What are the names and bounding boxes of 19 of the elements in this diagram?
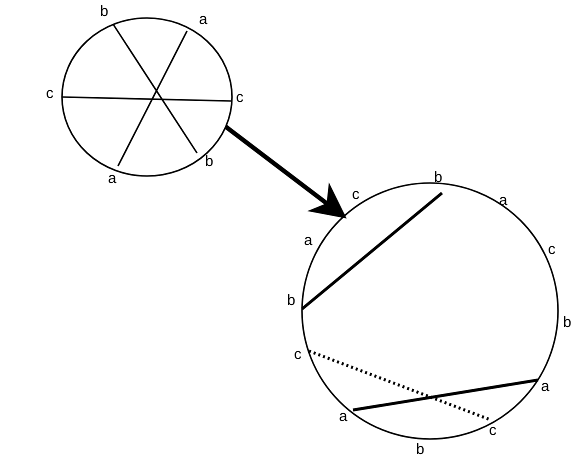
point-label: b [287, 293, 296, 308]
point-label: a [199, 12, 208, 27]
point-label: b [434, 170, 442, 185]
point-label: a [304, 233, 312, 248]
point-label: b [563, 315, 572, 330]
point-label: b [416, 442, 424, 457]
point-label: b [100, 4, 108, 19]
point-label: a [541, 379, 550, 394]
point-label: c [294, 347, 302, 362]
point-label: c [548, 242, 556, 257]
point-label: a [339, 409, 348, 424]
point-label: c [352, 187, 360, 202]
circle-outline [302, 183, 558, 439]
point-label: b [205, 154, 214, 169]
point-label: c [236, 90, 244, 105]
arrow [224, 124, 347, 219]
point-label: a [108, 171, 116, 186]
point-label: c [489, 423, 496, 438]
point-label: c [46, 86, 54, 101]
